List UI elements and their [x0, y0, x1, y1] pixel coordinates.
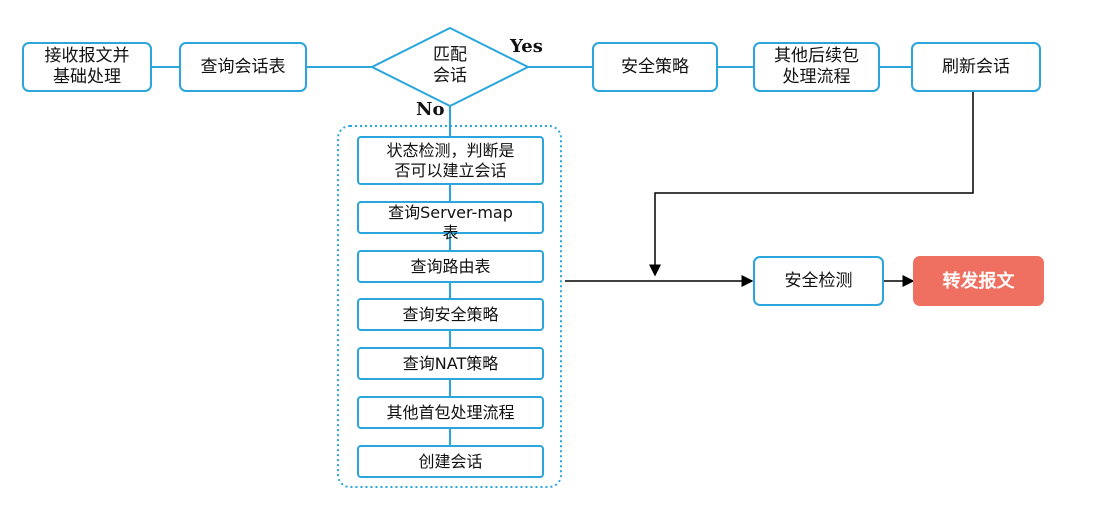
nat-policy-step: 查询NAT策略 — [357, 347, 544, 380]
no-label: No — [416, 99, 445, 120]
yes-label: Yes — [510, 36, 543, 57]
other-followup-box: 其他后续包 处理流程 — [753, 42, 880, 92]
first-packet-group — [337, 125, 562, 488]
receive-packet-box: 接收报文并 基础处理 — [22, 42, 152, 92]
refresh-session-box: 刷新会话 — [911, 42, 1041, 92]
other-first-packet-step: 其他首包处理流程 — [357, 396, 544, 429]
create-session-step: 创建会话 — [357, 445, 544, 478]
query-security-policy-step: 查询安全策略 — [357, 298, 544, 331]
state-check-step: 状态检测，判断是 否可以建立会话 — [357, 136, 544, 185]
lookup-session-table-box: 查询会话表 — [179, 42, 307, 92]
forward-packet-box: 转发报文 — [913, 256, 1044, 306]
security-check-box: 安全检测 — [753, 256, 884, 306]
route-table-step: 查询路由表 — [357, 250, 544, 283]
server-map-step: 查询Server-map 表 — [357, 201, 544, 242]
match-session-label: 匹配 会话 — [433, 45, 467, 86]
security-policy-box: 安全策略 — [592, 42, 718, 92]
connector-refresh-down — [649, 92, 974, 277]
